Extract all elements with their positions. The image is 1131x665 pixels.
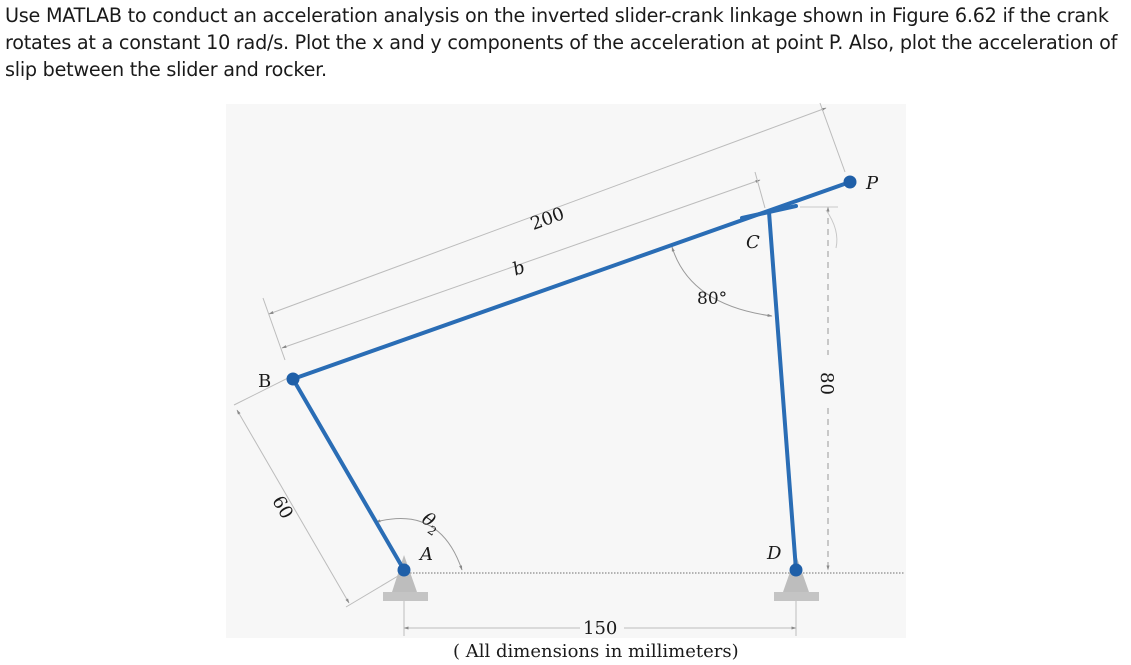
point-p	[843, 175, 857, 189]
label-dimension-80: 80	[816, 372, 837, 395]
label-angle-80: 80°	[697, 289, 727, 309]
joint-d	[789, 563, 803, 577]
link-crank-ab	[291, 377, 406, 572]
label-point-p: P	[865, 173, 879, 194]
joint-a	[397, 563, 411, 577]
label-point-a: A	[418, 544, 433, 565]
joint-b	[286, 372, 300, 386]
dimension-ground-150	[403, 600, 797, 636]
dimension-height-80	[800, 206, 838, 571]
label-point-b: B	[258, 371, 271, 392]
angle-arc-theta2	[375, 518, 463, 571]
slider-block-c	[740, 204, 798, 220]
units-note: ( All dimensions in millimeters)	[453, 641, 739, 662]
label-point-d: D	[766, 543, 782, 564]
angle-arc-80	[671, 246, 773, 317]
dimension-crank-60	[233, 377, 399, 608]
link-rocker-cd	[767, 210, 798, 572]
label-dimension-150: 150	[583, 618, 617, 639]
angle-arc-rocker	[825, 209, 838, 249]
label-point-c: C	[746, 232, 760, 253]
problem-statement: Use MATLAB to conduct an acceleration an…	[5, 4, 1118, 81]
dimension-b	[281, 171, 766, 349]
figure-background	[226, 104, 906, 638]
